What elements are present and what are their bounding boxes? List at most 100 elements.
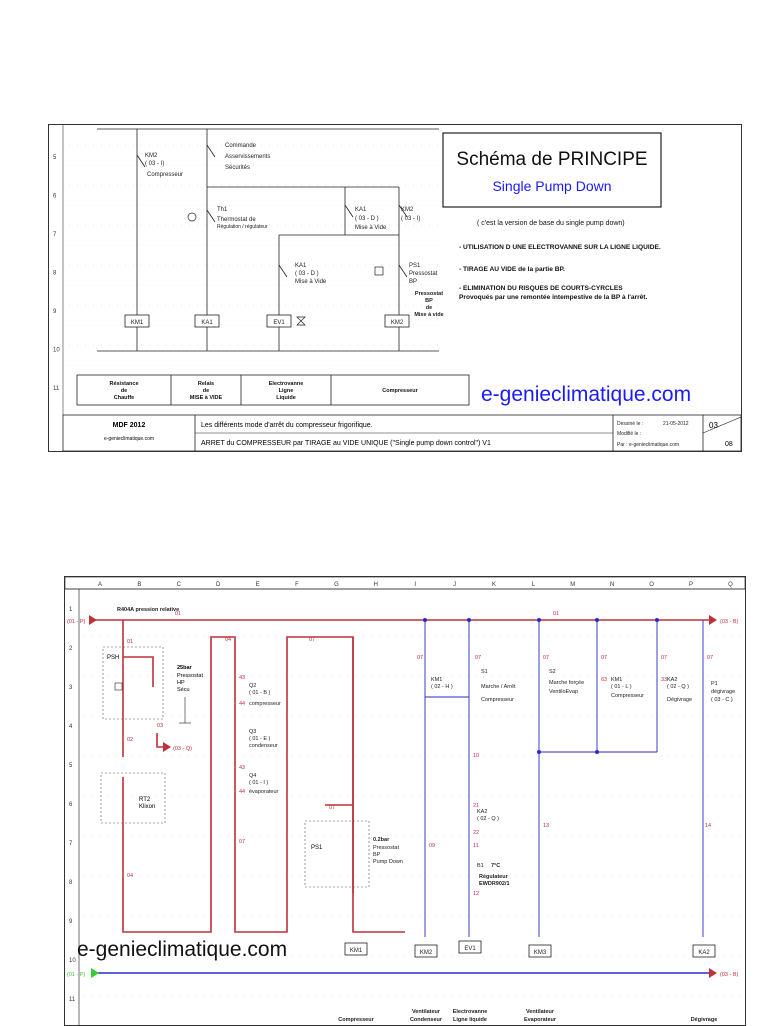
q3-ref: ( 01 - E ) (249, 736, 271, 742)
column-letter: G (334, 582, 339, 588)
s1-desc-1: Marche / Arrêt (481, 684, 516, 690)
wire-07-s1: 07 (475, 655, 481, 661)
securites-label: Sécurités (225, 165, 250, 171)
column-letter: D (216, 582, 221, 588)
km2-top-ref: ( 03 - I) (401, 216, 420, 222)
wire-07-km1b: 07 (601, 655, 607, 661)
wire-02: 02 (127, 737, 133, 743)
row-number: 6 (69, 802, 73, 808)
mise-a-vide-label: Mise à Vide (355, 225, 387, 231)
ka2-mid-label: KA2 (477, 809, 487, 815)
ka2-top-ref: ( 02 - Q ) (667, 684, 689, 690)
km1b-label: KM1 (611, 677, 622, 683)
top-bus-left-ref: (01 - P) (67, 619, 86, 625)
sheet-total: 08 (725, 441, 733, 448)
bullet-1: - UTILISATION D UNE ELECTROVANNE SUR LA … (459, 244, 661, 251)
ka2-mid-ref: ( 02 - Q ) (477, 816, 499, 822)
wire-43: 43 (239, 675, 245, 681)
legend-ev-1: Electrovanne (269, 381, 304, 387)
website-label: e-genieclimatique.com (481, 383, 691, 406)
coil-ka2: KA2 (698, 950, 710, 956)
wire-63: 63 (601, 677, 607, 683)
regulation-label: Régulation / régulateur (217, 224, 268, 230)
bottom-label-vent-cond-2: Condenseur (410, 1017, 443, 1023)
row-number: 6 (53, 194, 57, 200)
coil-km1-label: KM1 (131, 320, 144, 326)
wire-04: 04 (127, 873, 133, 879)
dessine-label: Dessiné le : (617, 421, 643, 427)
b1-label: B1 (477, 863, 484, 869)
pressostat-bp-line-3: de (426, 305, 432, 311)
row-number: 9 (69, 919, 73, 925)
footer-line-1: Les différents mode d'arrêt du compresse… (201, 422, 373, 429)
website-banner: e-genieclimatique.com (77, 938, 287, 961)
footer-left-title: MDF 2012 (113, 422, 146, 429)
ps1-desc-3: Pump Down (373, 859, 403, 865)
bottom-label-ev-2: Ligne liquide (453, 1017, 487, 1023)
column-letter: F (295, 582, 299, 588)
wire-07-km1: 07 (417, 655, 423, 661)
wire-33: 33 (661, 677, 667, 683)
b1-temp: 7°C (491, 863, 500, 869)
ps1-desc-1: Pressostat (373, 845, 399, 851)
wire-07-ka2: 07 (661, 655, 667, 661)
bullet-2: - TIRAGE AU VIDE de la partie BP. (459, 266, 565, 273)
wire-03: 03 (157, 723, 163, 729)
legend-relais-1: Relais (198, 381, 214, 387)
ps1-label: PS1 (311, 845, 323, 851)
p1-label: P1 (711, 681, 718, 687)
pressostat-bp-line-1: Pressostat (415, 291, 443, 297)
wire-07-ps1: 07 (329, 805, 335, 811)
wire-11: 11 (473, 843, 479, 849)
psh-desc-1: Pressostat (177, 673, 203, 679)
column-letter: L (532, 582, 536, 588)
dessine-date: 21-05-2012 (663, 421, 689, 427)
row-number: 10 (53, 348, 60, 354)
row-number: 4 (69, 724, 73, 730)
km1-contact-ref: ( 02 - H ) (431, 684, 453, 690)
column-letter: C (177, 582, 182, 588)
page-subtitle: Single Pump Down (492, 178, 611, 194)
row-number: 3 (69, 685, 73, 691)
rt2-desc: Klixon (139, 804, 155, 810)
ka1-top-label: KA1 (355, 207, 367, 213)
pressostat-bp-line-4: Mise à vide (414, 312, 443, 318)
valve-symbol (296, 316, 306, 326)
column-letter: H (374, 582, 378, 588)
s2-desc-1: Marche forçée (549, 680, 584, 686)
psh-box (102, 646, 164, 720)
coil-ev1-label: EV1 (273, 320, 285, 326)
wire-01-top: 01 (175, 611, 181, 617)
psh-value: 25bar (177, 665, 193, 671)
compresseur-label: Compresseur (147, 172, 183, 178)
bottom-bus-left-ref: (01 - P) (67, 972, 86, 978)
ka1-mid-label: KA1 (295, 263, 307, 269)
wire-07-p1: 07 (707, 655, 713, 661)
psh-label: PSH (107, 655, 119, 661)
thermostat-symbol (187, 212, 197, 222)
column-letter: J (453, 582, 456, 588)
legend-ev-3: Liquide (276, 395, 296, 401)
legend-compresseur: Compresseur (382, 388, 418, 394)
wire-01: 01 (127, 639, 133, 645)
row-number: 11 (53, 386, 60, 392)
wire-44: 44 (239, 701, 245, 707)
km1b-ref: ( 01 - L ) (611, 684, 632, 690)
row-number: 11 (69, 997, 76, 1003)
wire-09: 09 (429, 843, 435, 849)
th1-label: Th1 (217, 207, 228, 213)
legend-ev-2: Ligne (279, 388, 294, 394)
bottom-label-vent-evap-2: Evaporateur (524, 1017, 557, 1023)
wire-43b: 43 (239, 765, 245, 771)
psh-desc-3: Sécu (177, 687, 190, 693)
coil-ev1: EV1 (464, 946, 476, 952)
wire-21: 21 (473, 803, 479, 809)
legend-resistance-1: Résistance (109, 381, 138, 387)
coil-ka1-label: KA1 (201, 320, 213, 326)
row-number: 8 (69, 880, 73, 886)
km2-top-label: KM2 (401, 207, 414, 213)
modifie-label: Modifié le : (617, 431, 641, 437)
s2-desc-2: VentiloEvap (549, 689, 578, 695)
ps1-desc-2: BP (373, 852, 381, 858)
column-letter: O (649, 582, 654, 588)
